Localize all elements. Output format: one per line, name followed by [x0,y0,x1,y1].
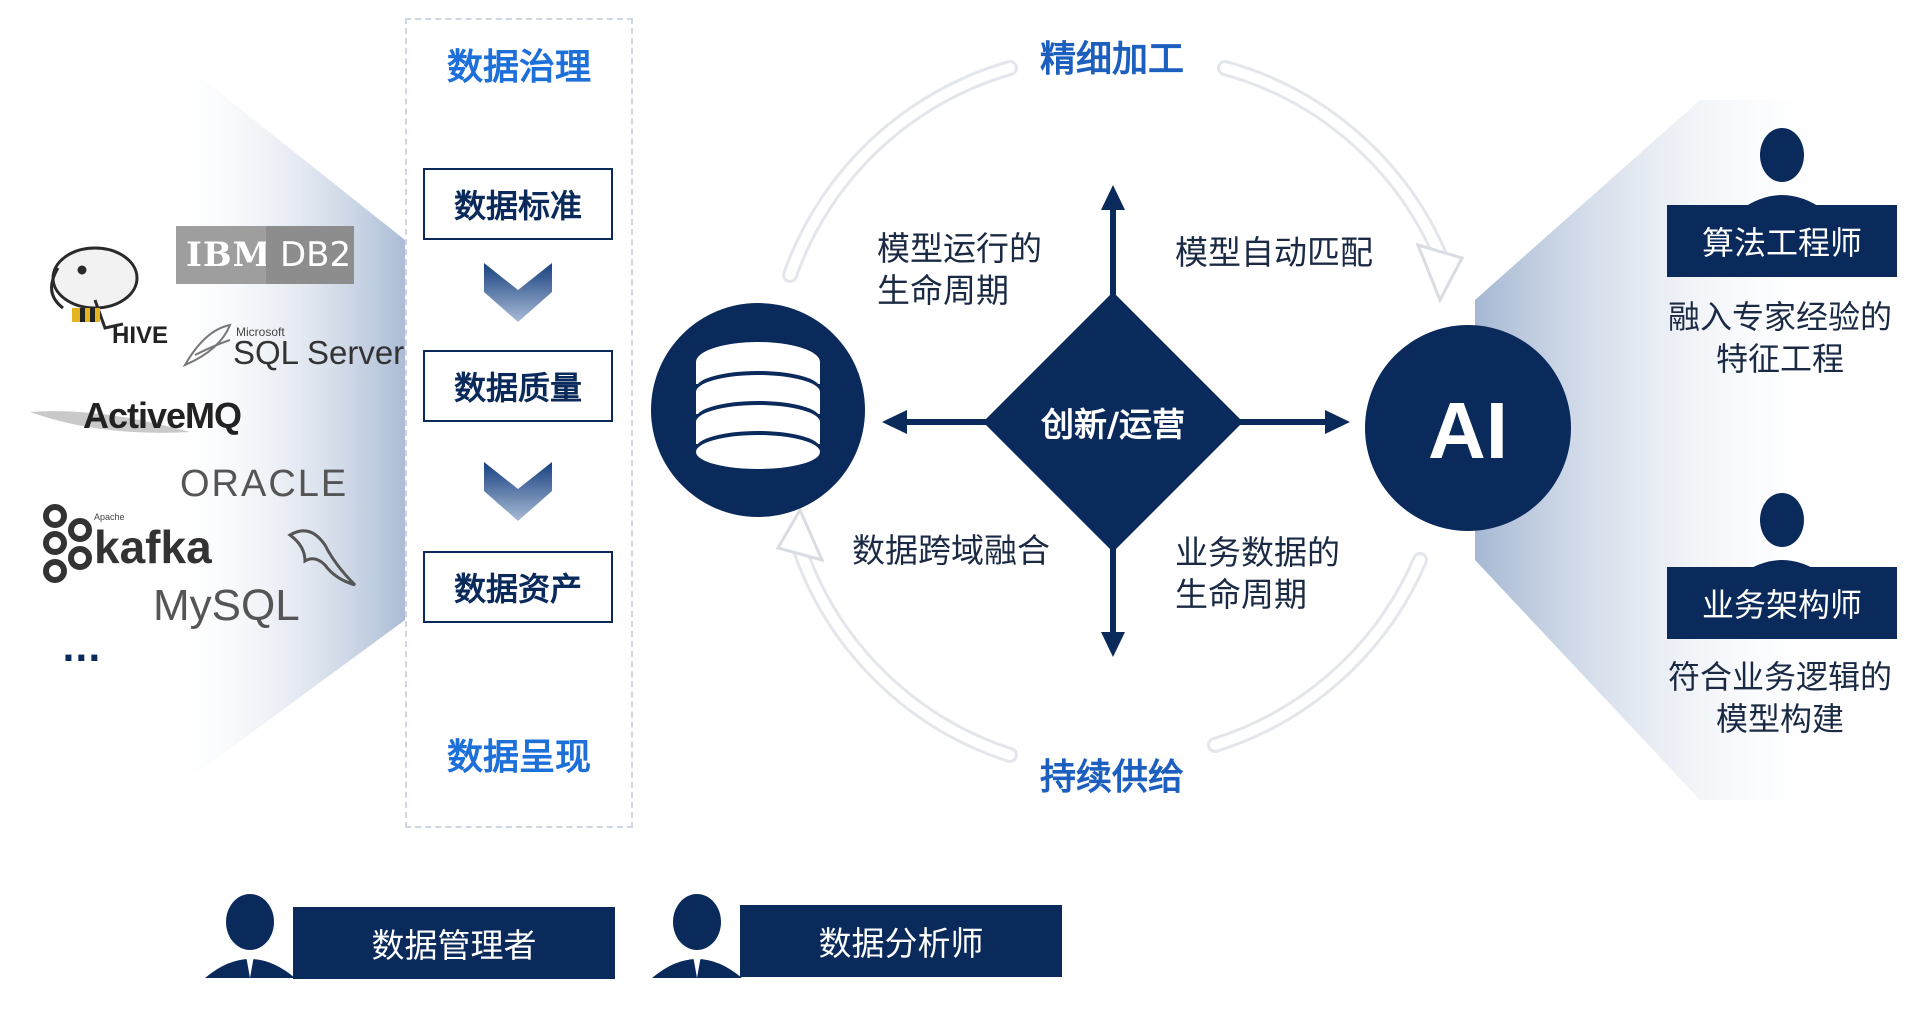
governance-title: 数据治理 [446,47,591,88]
text-business-data-lifecycle-line1: 业务数据的 [1175,533,1340,572]
text-model-lifecycle-line2: 生命周期 [877,271,1009,310]
center-diamond [983,292,1243,552]
step-data-quality: 数据质量 [423,350,613,422]
ibm-db2-logo: IBM DB2 [176,226,354,284]
db2-logo-text: DB2 [266,226,354,284]
text-model-lifecycle-line1: 模型运行的 [877,229,1042,268]
activemq-logo-text: ActiveMQ [83,395,242,436]
role-business-architect-desc: 符合业务逻辑的 模型构建 [1652,656,1908,740]
hive-elephant-icon [50,246,139,330]
hive-logo-text: HIVE [112,322,169,349]
text-model-lifecycle: 模型运行的 生命周期 [877,228,1042,312]
arrowhead-down [1101,632,1125,657]
arrowhead-right [1325,410,1350,434]
role-algorithm-engineer-desc-line2: 特征工程 [1715,340,1844,378]
role-algorithm-engineer-desc-line1: 融入专家经验的 [1667,298,1892,336]
governance-panel [405,18,633,828]
arrowhead-up [1101,185,1125,210]
text-cross-domain-fusion: 数据跨域融合 [852,531,1050,570]
chevron-down-icon [484,263,552,322]
hive-bee-icon [72,308,100,322]
ai-label: AI [1428,386,1508,475]
role-algorithm-engineer: 算法工程师 [1667,205,1897,277]
more-sources-ellipsis: ... [62,630,101,670]
step-data-standard: 数据标准 [423,168,613,240]
role-algorithm-engineer-desc: 融入专家经验的 特征工程 [1652,296,1908,380]
microsoft-logo-text: Microsoft [236,325,285,339]
role-business-architect: 业务架构师 [1667,567,1897,639]
ring-arrowhead-bottom-left [775,506,825,563]
cycle-label-bottom: 持续供给 [1040,757,1185,798]
activemq-feather-icon [30,411,190,433]
database-icon [696,342,820,469]
person-icon [205,894,295,978]
apache-logo-text: Apache [94,512,125,522]
role-data-analyst: 数据分析师 [740,905,1062,977]
person-icon [652,894,742,978]
oracle-logo-text: ORACLE [180,463,349,505]
text-model-auto-match: 模型自动匹配 [1175,233,1373,272]
cycle-label-top: 精细加工 [1040,39,1185,80]
center-diamond-label: 创新/运营 [1040,405,1186,444]
chevron-down-icon [484,462,552,521]
presentation-title: 数据呈现 [446,737,591,778]
role-business-architect-desc-line2: 模型构建 [1715,700,1844,738]
role-data-manager: 数据管理者 [293,907,615,979]
mysql-logo-text: MySQL [153,581,300,630]
step-data-assets: 数据资产 [423,551,613,623]
mysql-dolphin-icon [287,529,357,587]
text-business-data-lifecycle-line2: 生命周期 [1175,575,1307,614]
cycle-ring-inner [785,63,1445,760]
text-business-data-lifecycle: 业务数据的 生命周期 [1175,532,1340,616]
ring-arrowhead-top-right [1415,242,1465,304]
role-business-architect-desc-line1: 符合业务逻辑的 [1667,658,1892,696]
ai-circle [1365,325,1571,531]
kafka-logo-text: kafka [94,521,212,573]
arrowhead-left [882,410,907,434]
sql-server-icon [182,323,232,368]
sql-server-logo-text: SQL Server [233,334,405,371]
ibm-logo-text: IBM [186,235,272,275]
kafka-icon [43,504,92,583]
